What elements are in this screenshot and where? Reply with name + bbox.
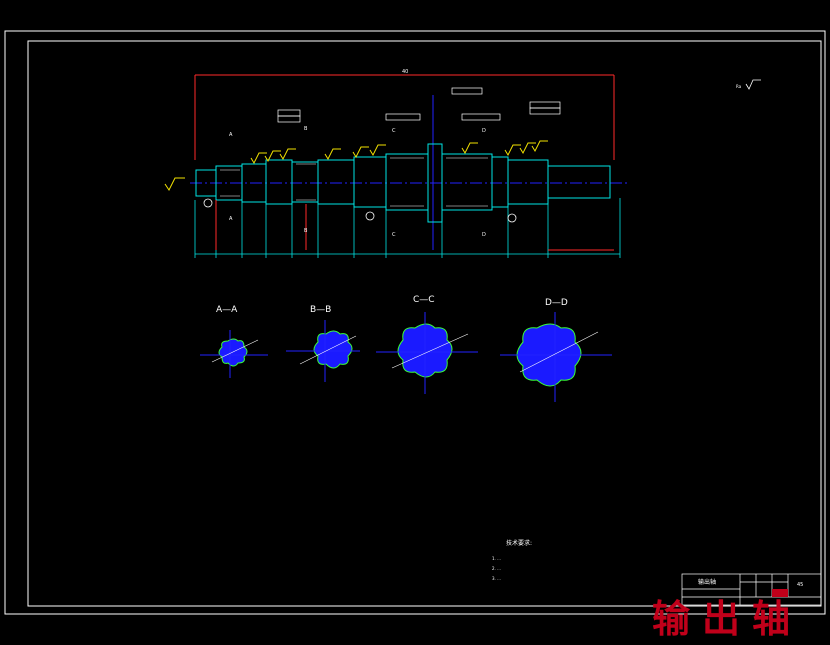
tolerance-frames [277, 87, 561, 123]
cut-marker-a-top: A [229, 132, 233, 138]
section-label-d: D—D [545, 298, 568, 308]
cut-markers: A A B B C C D D [229, 126, 486, 238]
tech-requirement-line-2: 2. ... [492, 566, 501, 571]
title-block-red-cell [772, 589, 788, 597]
section-labels: A—A B—B C—C D—D [216, 295, 568, 315]
section-label-a: A—A [216, 305, 238, 315]
title-block-part-name: 输出轴 [698, 578, 716, 586]
cut-marker-d-bottom: D [482, 232, 486, 238]
cut-marker-b-bottom: B [304, 228, 308, 234]
shaft-segment-11 [507, 159, 549, 205]
overall-dimension-value: 40 [402, 69, 408, 75]
drawing-title-watermark: 输出轴 [652, 596, 803, 641]
outer-frame [4, 30, 826, 615]
shaft-segment-9 [441, 153, 493, 211]
section-b [286, 320, 360, 382]
shaft-segment-10 [491, 156, 509, 208]
bottom-dimension-chain [194, 198, 621, 258]
cut-marker-a-bottom: A [229, 216, 233, 222]
general-roughness: Ra [736, 84, 742, 89]
shaft-spline-hints [220, 157, 488, 207]
section-label-b: B—B [310, 305, 331, 315]
shaft-segment-7 [353, 156, 387, 208]
shaft-body [195, 143, 611, 223]
center-marks [203, 198, 517, 223]
inner-frame [27, 40, 822, 607]
title-block [681, 573, 822, 606]
section-d [500, 312, 612, 402]
shaft-end [547, 165, 611, 199]
general-roughness-mark [745, 79, 761, 90]
cut-marker-c-top: C [392, 128, 396, 134]
cut-marker-b-top: B [304, 126, 308, 132]
shaft-segment-8 [385, 153, 429, 211]
overall-dimension: 40 [194, 69, 615, 160]
tech-requirement-line-3: 3. ... [492, 576, 501, 581]
roughness-symbols [164, 140, 548, 191]
section-label-c: C—C [413, 295, 435, 305]
tech-requirements: 技术要求: 1. ... 2. ... 3. ... [492, 539, 532, 581]
cut-marker-d-top: D [482, 128, 486, 134]
section-a [200, 330, 268, 378]
title-block-material: 45 [797, 582, 803, 588]
shaft-segment-5 [291, 161, 319, 203]
shaft-segment-4 [265, 159, 293, 205]
cut-marker-c-bottom: C [392, 232, 396, 238]
shaft-segment-6 [317, 159, 355, 205]
tech-requirement-line-1: 1. ... [492, 556, 501, 561]
tech-requirements-title: 技术要求: [506, 539, 532, 547]
section-c [376, 312, 478, 394]
